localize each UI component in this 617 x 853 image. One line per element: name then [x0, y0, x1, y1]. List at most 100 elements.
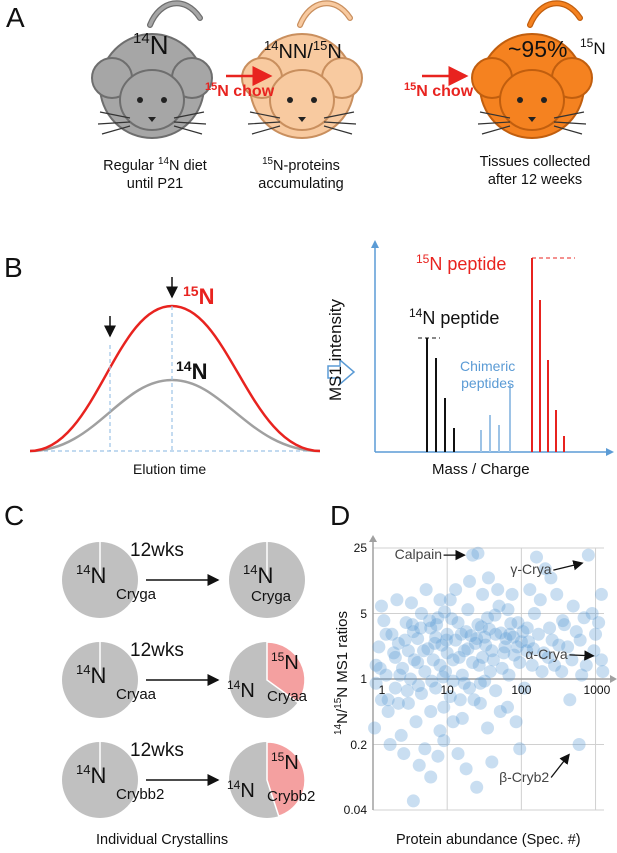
scatter-point [488, 608, 502, 622]
scatter-point [544, 571, 558, 585]
scatter-point [550, 587, 564, 601]
scatter-point [473, 676, 487, 690]
scatter-point [511, 616, 525, 630]
scatter-point [381, 693, 395, 707]
panel-d-letter: D [330, 500, 351, 531]
scatter-point [466, 548, 480, 562]
label-chimeric: Chimeric peptides [460, 358, 516, 391]
scatter-point [481, 721, 495, 735]
scatter-point [466, 655, 480, 669]
label-15n-peptide: 15N peptide [416, 252, 507, 274]
annotation-arrow-1 [553, 560, 584, 571]
x-tick-label: 100 [511, 683, 532, 697]
scatter-point [467, 693, 481, 707]
scatter-point [435, 638, 449, 652]
scatter-point [374, 693, 388, 707]
scatter-xlabel: Protein abundance (Spec. #) [396, 832, 581, 848]
scatter-point [537, 646, 551, 660]
scatter-point [455, 711, 469, 725]
scatter-point [510, 640, 524, 654]
scatter-point [461, 642, 475, 656]
x-tick-label: 1000 [583, 683, 611, 697]
scatter-point [527, 607, 541, 620]
scatter-point [505, 587, 519, 601]
scatter-point [492, 599, 506, 613]
scatter-point [388, 681, 402, 695]
scatter-point [449, 583, 463, 597]
scatter-point [552, 638, 566, 652]
scatter-point [418, 742, 432, 756]
scatter-point [404, 596, 418, 610]
scatter-point [411, 655, 425, 669]
scatter-point [523, 583, 537, 597]
scatter-point [493, 704, 507, 718]
scatter-point [403, 672, 417, 686]
elution-time-label: Elution time [133, 461, 207, 477]
scatter-point [423, 614, 437, 628]
scatter-point [401, 696, 415, 710]
arrow-label-12wks: 12wks [130, 640, 184, 661]
pie-before-14n-label: 14N [76, 562, 107, 588]
scatter-point [451, 616, 465, 630]
transition-arrow-icon [327, 358, 356, 386]
pie-before-name: Cryga [116, 586, 157, 603]
scatter-point [472, 658, 486, 672]
scatter-point [436, 670, 450, 684]
scatter-point [545, 633, 559, 647]
scatter-point [439, 665, 453, 679]
pie-after-name: Cryga [251, 588, 292, 605]
scatter-point [397, 747, 411, 761]
scatter-point [491, 583, 505, 597]
scatter-point [446, 715, 460, 729]
y-tick-label: 0.04 [343, 803, 367, 817]
scatter-point [369, 658, 383, 672]
scatter-point [471, 546, 485, 560]
scatter-point [396, 661, 410, 675]
scatter-point [454, 627, 468, 641]
mouse-label-mixed: 14NN/15N [264, 38, 342, 63]
scatter-point [556, 614, 570, 628]
scatter-point [437, 605, 451, 619]
pie-after-15n-label: 15N [271, 750, 299, 774]
scatter-point [451, 747, 465, 761]
x-tick-label: 1 [378, 683, 386, 697]
scatter-point [520, 644, 534, 658]
scatter-point [393, 668, 407, 682]
annotation-0: Calpain [394, 546, 443, 563]
scatter-point [379, 668, 393, 682]
scatter-point [513, 742, 527, 756]
scatter-point [424, 770, 438, 784]
scatter-point [406, 794, 420, 808]
scatter-point [452, 650, 466, 664]
scatter-point [426, 653, 440, 667]
panel-a-letter: A [6, 2, 25, 33]
scatter-point [443, 690, 457, 704]
pie-after-14n-label: 14N [227, 778, 255, 802]
scatter-point [373, 661, 387, 675]
mouse-label-14n: 14N [133, 30, 169, 60]
scatter-point [495, 661, 509, 675]
scatter-point [470, 780, 484, 794]
scatter-point [457, 644, 471, 658]
pie-before-14n-label: 14N [76, 762, 107, 788]
scatter-point [411, 632, 425, 646]
pie-before-name: Cryaa [116, 686, 157, 703]
annotation-arrow-3 [550, 753, 570, 778]
peak-label-15n: 15N [183, 283, 215, 309]
y-tick-label: 0.2 [350, 737, 367, 752]
y-tick-label: 1 [360, 672, 367, 686]
annotation-3: β-Cryb2 [499, 768, 550, 785]
scatter-point [381, 704, 395, 718]
scatter-point [424, 621, 438, 635]
pie-after-14n-label: 14N [227, 678, 255, 702]
scatter-point [497, 646, 511, 660]
scatter-point [579, 658, 593, 672]
scatter-point [463, 574, 477, 588]
scatter-point [459, 625, 473, 639]
scatter-point [476, 587, 490, 601]
mouse-label-15n: 15N [580, 36, 606, 58]
scatter-point [481, 571, 495, 585]
